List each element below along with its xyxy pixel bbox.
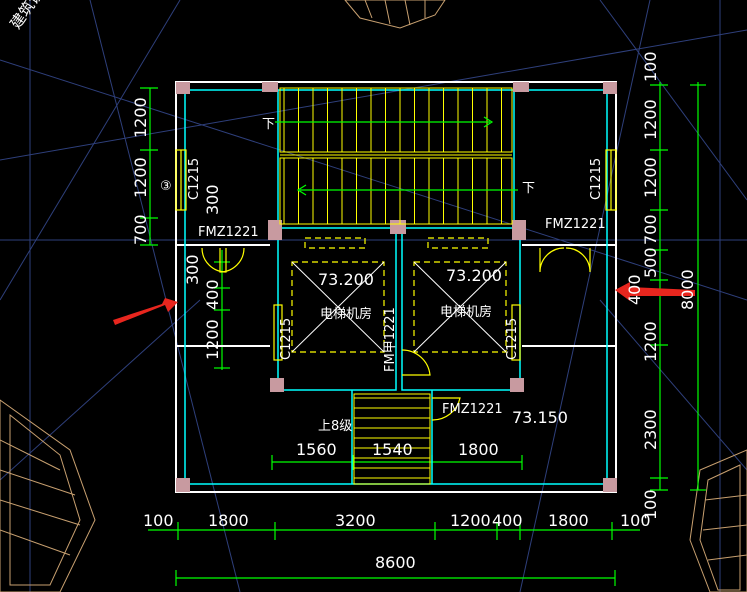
window-label-2: C1215 <box>279 318 294 360</box>
axis-tag: ③ <box>160 179 172 194</box>
dim-bottom-0: 100 <box>143 511 174 530</box>
dim-left-3: 300 <box>183 254 202 285</box>
stair-lower <box>353 393 431 485</box>
red-arrows <box>113 282 695 325</box>
dim-bottom-4: 400 <box>492 511 523 530</box>
dim-right-1: 1200 <box>641 99 660 140</box>
dim-right-4: 500 <box>641 247 660 278</box>
elevation-0: 73.200 <box>318 270 374 289</box>
dim-right-7: 2300 <box>641 409 660 450</box>
dim-bottom-6: 100 <box>620 511 651 530</box>
dim-bottom-2: 3200 <box>335 511 376 530</box>
room-label-0: 电梯机房 <box>320 306 372 322</box>
labels: 100 1800 3200 1200 400 1800 100 8600 120… <box>131 51 697 572</box>
door-label-2: FMZ1221 <box>442 402 503 417</box>
dim-bottom-1: 1800 <box>208 511 249 530</box>
elevator-cross <box>291 261 507 353</box>
roof-tiles-left <box>0 399 96 592</box>
roof-tiles-top <box>344 0 446 29</box>
dim-bottom-5: 1800 <box>548 511 589 530</box>
doors <box>201 247 591 421</box>
outer-walls <box>175 81 617 493</box>
roof-tiles-right <box>689 449 747 592</box>
dim-right-3: 700 <box>641 214 660 245</box>
stair-label-down-1: 下 <box>522 181 535 196</box>
elevator-shafts <box>291 237 507 353</box>
dim-inner-2: 1800 <box>458 440 499 459</box>
stair-treads <box>283 88 502 224</box>
stair-lower-treads <box>354 397 430 479</box>
dim-bottom-total: 8600 <box>375 553 416 572</box>
dim-left-1: 1200 <box>131 157 150 198</box>
window-label-0: C1215 <box>187 158 202 200</box>
door-label-1: FMZ1221 <box>545 217 606 232</box>
stair-label-down-0: 下 <box>262 117 275 132</box>
elevation-1: 73.200 <box>446 266 502 285</box>
elevation-2: 73.150 <box>512 408 568 427</box>
door-label-0: FMZ1221 <box>198 225 259 240</box>
windows <box>175 149 617 361</box>
dim-right-2: 1200 <box>641 157 660 198</box>
dim-inner-0: 1560 <box>296 440 337 459</box>
dim-bottom-3: 1200 <box>450 511 491 530</box>
dim-right-8: 100 <box>641 489 660 520</box>
door-label-3: FM甲1221 <box>383 307 398 372</box>
window-label-1: C1215 <box>589 158 604 200</box>
corner-title: 建筑设计 <box>7 0 56 32</box>
dim-right-6: 1200 <box>641 321 660 362</box>
dim-left-5: 1200 <box>203 319 222 360</box>
window-label-3: C1215 <box>505 318 520 360</box>
stair-tag: 300 <box>203 184 222 215</box>
room-label-1: 电梯机房 <box>440 304 492 320</box>
stair-arrows <box>275 116 518 196</box>
dim-left-4: 400 <box>203 279 222 310</box>
stair-label-up: 上8级 <box>318 419 352 434</box>
stair-upper <box>279 87 513 225</box>
dim-right-total: 8000 <box>678 269 697 310</box>
dim-right-0: 100 <box>641 51 660 82</box>
dim-inner-1: 1540 <box>372 440 413 459</box>
dim-left-2: 700 <box>131 214 150 245</box>
dim-left-0: 1200 <box>131 97 150 138</box>
dimension-lines <box>140 82 706 586</box>
dim-right-5: 400 <box>625 274 644 305</box>
